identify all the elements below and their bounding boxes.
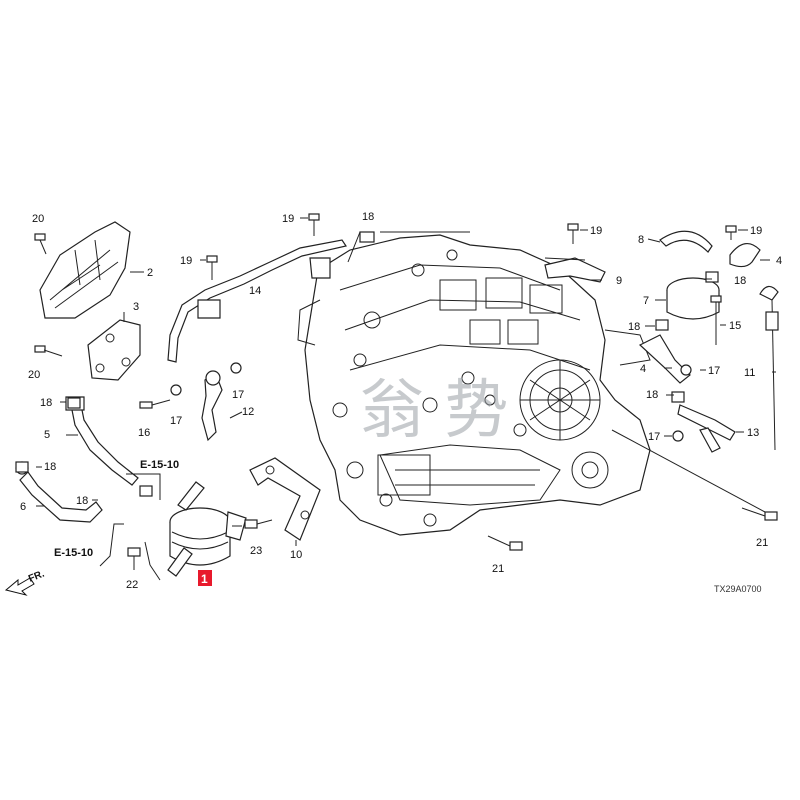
callout-17-c: 17 — [708, 365, 720, 377]
callout-13: 13 — [747, 427, 759, 439]
part-4-cap-upper — [729, 243, 761, 268]
callout-19-d: 19 — [750, 225, 762, 237]
bolt-21-center — [487, 535, 523, 551]
callout-7: 7 — [643, 295, 649, 307]
callout-4-lower: 4 — [640, 363, 646, 375]
bolt-15 — [710, 295, 722, 345]
callout-8: 8 — [638, 234, 644, 246]
part-4-hose-lower — [638, 334, 691, 384]
transmission-housing — [297, 234, 651, 536]
bolt-19-set — [206, 213, 737, 280]
front-direction-marker: FR. — [4, 568, 46, 596]
callout-17-a: 17 — [170, 415, 182, 427]
part-8-clamp — [659, 230, 713, 253]
callout-9: 9 — [616, 275, 622, 287]
callout-15: 15 — [729, 320, 741, 332]
bolt-19-right — [567, 223, 579, 244]
callout-18-a: 18 — [362, 211, 374, 223]
callout-3: 3 — [133, 301, 139, 313]
part-10-bracket — [249, 457, 321, 541]
callout-11: 11 — [744, 367, 755, 379]
callout-18-c: 18 — [44, 461, 56, 473]
callout-2: 2 — [147, 267, 153, 279]
part-1-highlight-box — [198, 570, 212, 586]
callout-22: 22 — [126, 579, 138, 591]
front-label: FR. — [27, 568, 46, 584]
part-13-pipe — [677, 404, 736, 453]
bolt-20-upper — [34, 233, 47, 255]
part-9-bracket — [544, 257, 606, 283]
bolt-21-right — [741, 507, 778, 521]
part-14-pipe — [167, 239, 347, 363]
callout-20-a: 20 — [32, 213, 44, 225]
callout-18-g: 18 — [646, 389, 658, 401]
callout-18-b: 18 — [40, 397, 52, 409]
callout-18-d: 18 — [76, 495, 88, 507]
part-12-pipe — [201, 370, 223, 442]
part-5-hose — [65, 396, 139, 486]
callout-labels: 1 2 3 4 4 5 6 7 8 9 10 11 12 13 14 15 16… — [20, 211, 782, 591]
part-3-bracket — [87, 319, 141, 381]
part-6-hose — [15, 461, 103, 523]
callout-12: 12 — [242, 406, 254, 418]
callout-6: 6 — [20, 501, 26, 513]
callout-17-d: 17 — [648, 431, 660, 443]
washer-17-set — [170, 362, 692, 442]
reference-e-15-10-lower: E-15-10 — [54, 547, 93, 559]
callout-14: 14 — [249, 285, 261, 297]
bolt-22 — [127, 547, 141, 570]
bolt-23 — [244, 519, 273, 529]
callout-17-b: 17 — [232, 389, 244, 401]
callout-19-c: 19 — [590, 225, 602, 237]
watermark-text: 翁 势 — [360, 374, 508, 448]
bolt-16 — [139, 399, 171, 409]
bolt-20-lower — [34, 345, 63, 357]
callout-16: 16 — [138, 427, 150, 439]
diagram-code: TX29A0700 — [714, 584, 762, 594]
callout-19-a: 19 — [282, 213, 294, 225]
callout-1: 1 — [201, 572, 208, 586]
reference-e-15-10-upper: E-15-10 — [140, 459, 179, 471]
callout-19-b: 19 — [180, 255, 192, 267]
callout-23: 23 — [250, 545, 262, 557]
callout-10: 10 — [290, 549, 302, 561]
callout-5: 5 — [44, 429, 50, 441]
part-11-dipstick — [759, 285, 779, 451]
callout-18-f: 18 — [628, 321, 640, 333]
callout-21-a: 21 — [756, 537, 768, 549]
callout-4-upper: 4 — [776, 255, 782, 267]
callout-18-e: 18 — [734, 275, 746, 287]
leader-lines — [36, 217, 776, 581]
callout-21-b: 21 — [492, 563, 504, 575]
part-7-cap — [666, 277, 720, 320]
part-2-shield — [39, 221, 131, 319]
part-1-oil-cooler — [167, 481, 247, 577]
callout-20-b: 20 — [28, 369, 40, 381]
clip-18-set — [15, 231, 719, 497]
